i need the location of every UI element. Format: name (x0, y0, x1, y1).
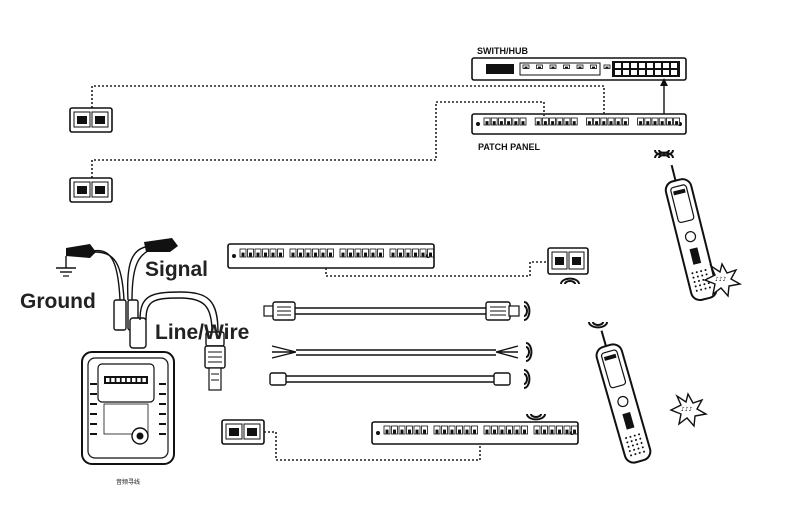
tone-probe-upper (664, 164, 718, 301)
wall-plate-2 (69, 177, 113, 203)
switch-hub: SWITH/HUB (471, 46, 687, 81)
line-wire-label: Line/Wire (155, 321, 249, 344)
device-caption: 音频寻线 (116, 478, 140, 486)
wall-plate-3 (547, 247, 589, 275)
beep-burst-icon: ♪♪♪ (669, 392, 709, 428)
bare-wire-cable (271, 345, 519, 359)
patch-panel-middle (227, 243, 435, 269)
tone-probe-lower (595, 330, 652, 464)
signal-wave-icon (523, 149, 674, 421)
signal-label: Signal (145, 258, 208, 281)
ground-label: Ground (20, 290, 96, 313)
wall-plate-1 (69, 107, 113, 133)
patch-panel-label: PATCH PANEL (478, 142, 541, 152)
beep-burst-icon: ♪♪♪ (703, 262, 743, 298)
svg-text:♪♪♪: ♪♪♪ (715, 276, 727, 283)
rj11-cable (269, 372, 511, 386)
tone-generator: 音频寻线 (56, 238, 226, 486)
switch-hub-label: SWITH/HUB (477, 46, 528, 56)
rj45-cable (263, 301, 520, 321)
wall-plate-4 (221, 419, 265, 445)
patch-panel-top: PATCH PANEL (471, 113, 687, 152)
svg-text:♪♪♪: ♪♪♪ (681, 406, 693, 413)
ground-symbol-icon (56, 256, 76, 277)
patch-panel-bottom (371, 421, 579, 445)
